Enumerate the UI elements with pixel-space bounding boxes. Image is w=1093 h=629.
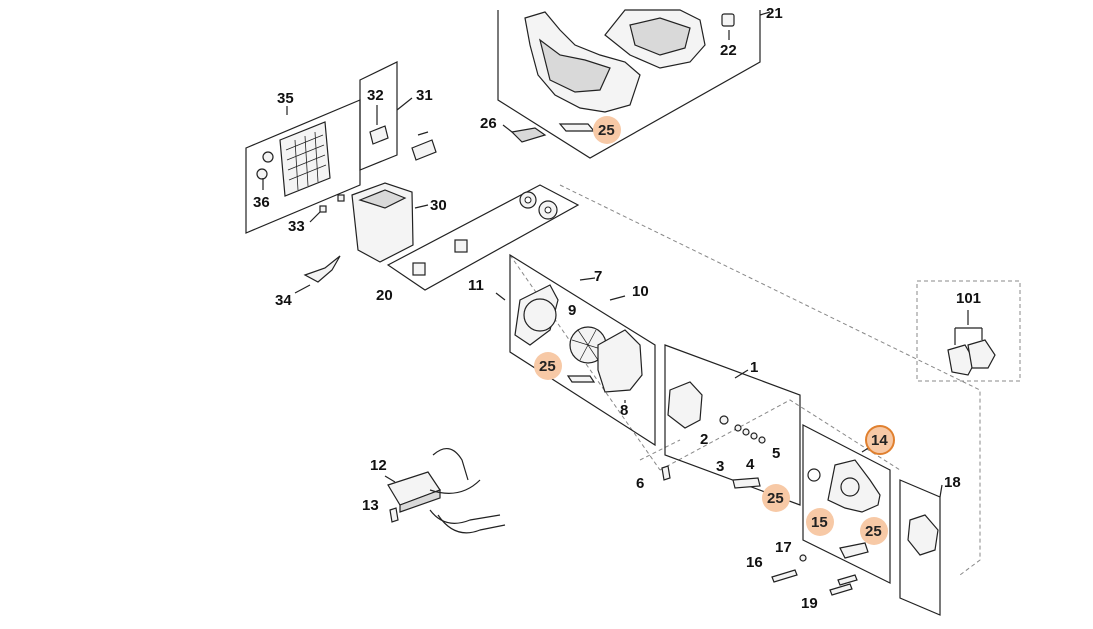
callout-31: 31 <box>416 87 433 104</box>
callout-21: 21 <box>766 5 783 22</box>
callout-18: 18 <box>944 474 961 491</box>
callout-35: 35 <box>277 90 294 107</box>
callout-25-starter: 25 <box>767 490 784 507</box>
callout-30: 30 <box>430 197 447 214</box>
part-30-housing <box>309 182 429 263</box>
callout-3: 3 <box>716 458 724 475</box>
screw-6 <box>661 465 671 481</box>
callout-10: 10 <box>632 283 649 300</box>
part-26-group <box>502 123 596 143</box>
carrier-assembly-14 <box>802 424 891 584</box>
plate-assembly-20 <box>386 184 580 291</box>
bracket-assembly-18 <box>899 479 943 616</box>
callout-34: 34 <box>275 292 292 309</box>
callout-33: 33 <box>288 218 305 235</box>
callout-15: 15 <box>811 514 828 531</box>
callout-16: 16 <box>746 554 763 571</box>
callout-36: 36 <box>253 194 270 211</box>
starter-assembly-1 <box>661 344 801 506</box>
highlight-25-fan[interactable]: 25 <box>534 352 562 380</box>
callout-25-top: 25 <box>598 122 615 139</box>
part-22-cap <box>721 13 735 27</box>
callout-4: 4 <box>746 456 755 473</box>
callout-32: 32 <box>367 87 384 104</box>
callout-8: 8 <box>620 402 628 419</box>
callout-22: 22 <box>720 42 737 59</box>
dashed-box-101 <box>916 280 1021 382</box>
callout-9: 9 <box>568 302 576 319</box>
part-101-clamp <box>947 310 996 376</box>
clip-assembly-31 <box>359 61 437 171</box>
ignition-module-12 <box>384 448 506 534</box>
highlight-15[interactable]: 15 <box>806 508 834 536</box>
callout-6: 6 <box>636 475 644 492</box>
part-20a <box>412 262 426 276</box>
callout-14: 14 <box>871 432 888 449</box>
highlight-25-carrier[interactable]: 25 <box>860 517 888 545</box>
callout-5: 5 <box>772 445 780 462</box>
part-20b <box>454 239 468 253</box>
part-34-clip <box>294 255 341 294</box>
screw-36b <box>256 168 268 180</box>
callout-17: 17 <box>775 539 792 556</box>
screw-13 <box>389 507 399 523</box>
screws-16-17-19 <box>771 554 858 596</box>
grille-assembly-35 <box>245 99 361 234</box>
callout-13: 13 <box>362 497 379 514</box>
dashed-guides <box>509 184 1021 576</box>
callout-20: 20 <box>376 287 393 304</box>
callout-19: 19 <box>801 595 818 612</box>
callout-2: 2 <box>700 431 708 448</box>
highlight-14[interactable]: 14 <box>865 425 895 455</box>
callout-101: 101 <box>956 290 981 307</box>
highlight-25-top[interactable]: 25 <box>593 116 621 144</box>
callout-11: 11 <box>468 277 484 294</box>
callout-25-fan: 25 <box>539 358 556 375</box>
highlight-25-starter[interactable]: 25 <box>762 484 790 512</box>
callout-26: 26 <box>480 115 497 132</box>
part-33 <box>319 205 327 213</box>
callout-7: 7 <box>594 268 602 285</box>
screw-36a <box>262 151 274 163</box>
housing-assembly-21 <box>497 9 771 159</box>
callout-1: 1 <box>750 359 758 376</box>
callout-12: 12 <box>370 457 387 474</box>
callout-25-carrier: 25 <box>865 523 882 540</box>
callout-labels: 21 22 26 35 32 31 36 33 30 34 20 11 7 10… <box>253 5 981 612</box>
fan-assembly-7 <box>495 253 656 447</box>
